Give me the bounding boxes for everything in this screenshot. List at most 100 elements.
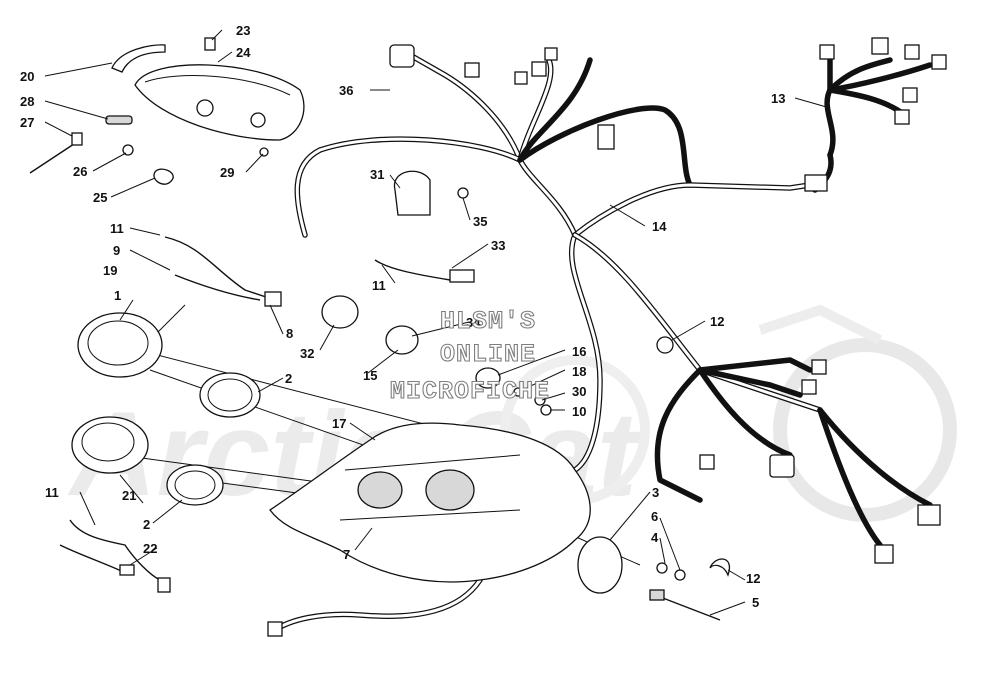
connector-33	[449, 269, 475, 283]
connector-bottom	[267, 621, 283, 637]
watermark-line-2: ONLINE	[440, 340, 536, 369]
part-6	[674, 569, 686, 581]
gauge-group	[71, 295, 731, 621]
callout-10: 10	[572, 404, 586, 419]
connector-12f	[874, 544, 894, 564]
callout-11: 11	[110, 221, 124, 236]
gauge-1	[77, 312, 163, 378]
relay-31	[393, 170, 431, 216]
callout-30: 30	[572, 384, 586, 399]
callout-7: 7	[343, 547, 350, 562]
connector-22b	[157, 577, 171, 593]
connector-12b	[811, 359, 827, 375]
part-10	[540, 404, 552, 416]
part-27	[71, 132, 83, 146]
callout-21: 21	[122, 488, 136, 503]
callout-12: 12	[746, 571, 760, 586]
connector-22	[119, 564, 135, 576]
connector-13e	[931, 54, 947, 70]
brand-wheel-shape	[773, 338, 957, 522]
callout-20: 20	[20, 69, 34, 84]
connector-small	[531, 61, 547, 77]
ring-2	[199, 372, 261, 418]
callout-18: 18	[572, 364, 586, 379]
watermark-line-1: HLSM'S	[440, 307, 536, 336]
part-29	[259, 147, 269, 157]
dash-gauge-hole-2	[425, 469, 475, 511]
callout-17: 17	[332, 416, 346, 431]
connector-12c	[769, 454, 795, 478]
connector-13c	[871, 37, 889, 55]
cable-5	[649, 589, 665, 601]
connector-small	[544, 47, 558, 61]
callout-24: 24	[236, 45, 251, 60]
main-wiring-harness	[267, 37, 947, 637]
headlight-housing	[134, 64, 305, 141]
callout-11: 11	[45, 485, 59, 500]
connector-12e	[917, 504, 941, 526]
callout-29: 29	[220, 165, 234, 180]
part-26	[122, 144, 134, 156]
callout-15: 15	[363, 368, 377, 383]
callout-1: 1	[114, 288, 121, 303]
callout-26: 26	[73, 164, 87, 179]
pod-3	[577, 536, 623, 594]
gauge-21	[71, 416, 149, 474]
clip-12	[709, 558, 731, 577]
microfiche-watermark: HLSM'S ONLINE MICROFICHE	[389, 306, 550, 406]
part-18	[513, 387, 523, 397]
callout-6: 6	[651, 509, 658, 524]
part-23	[204, 37, 216, 51]
connector-13b	[804, 174, 828, 192]
callout-36: 36	[339, 83, 353, 98]
connector-relay	[597, 124, 615, 150]
ring-15	[385, 325, 419, 355]
connector-small	[464, 62, 480, 78]
callout-33: 33	[491, 238, 505, 253]
connector-12a	[801, 379, 817, 395]
callout-32: 32	[300, 346, 314, 361]
callout-34: 34	[466, 315, 481, 330]
callout-5: 5	[752, 595, 759, 610]
callout-2: 2	[285, 371, 292, 386]
connector-36	[389, 44, 415, 68]
callout-27: 27	[20, 115, 34, 130]
part-20	[111, 44, 166, 73]
callout-8: 8	[286, 326, 293, 341]
connector-small	[514, 71, 528, 85]
grommet-12	[656, 336, 674, 354]
connector-12d	[699, 454, 715, 470]
headlight-bulb-2	[250, 112, 266, 128]
part-35	[457, 187, 469, 199]
callout-23: 23	[236, 23, 250, 38]
headlight-bulb	[196, 99, 214, 117]
callout-22: 22	[143, 541, 157, 556]
part-4	[656, 562, 668, 574]
brand-frame-shape	[758, 304, 883, 345]
gauge-32	[321, 295, 359, 329]
callout-9: 9	[113, 243, 120, 258]
callout-4: 4	[651, 530, 659, 545]
callout-13: 13	[771, 91, 785, 106]
part-30	[534, 394, 546, 406]
watermark-line-3: MICROFICHE	[390, 377, 550, 406]
callout-31: 31	[370, 167, 384, 182]
part-28	[105, 115, 133, 125]
part-25	[153, 168, 174, 185]
callout-labels: 2028272625232429119191832221211223631353…	[20, 23, 785, 610]
connector-13a	[819, 44, 835, 60]
callout-2: 2	[143, 517, 150, 532]
callout-3: 3	[652, 485, 659, 500]
callout-12: 12	[710, 314, 724, 329]
callout-35: 35	[473, 214, 487, 229]
callout-14: 14	[652, 219, 667, 234]
headlight-assembly	[29, 37, 305, 185]
callout-19: 19	[103, 263, 117, 278]
dash-panel	[269, 422, 591, 583]
callout-28: 28	[20, 94, 34, 109]
callout-11: 11	[372, 278, 386, 293]
callout-25: 25	[93, 190, 107, 205]
leader-lines	[44, 29, 831, 616]
